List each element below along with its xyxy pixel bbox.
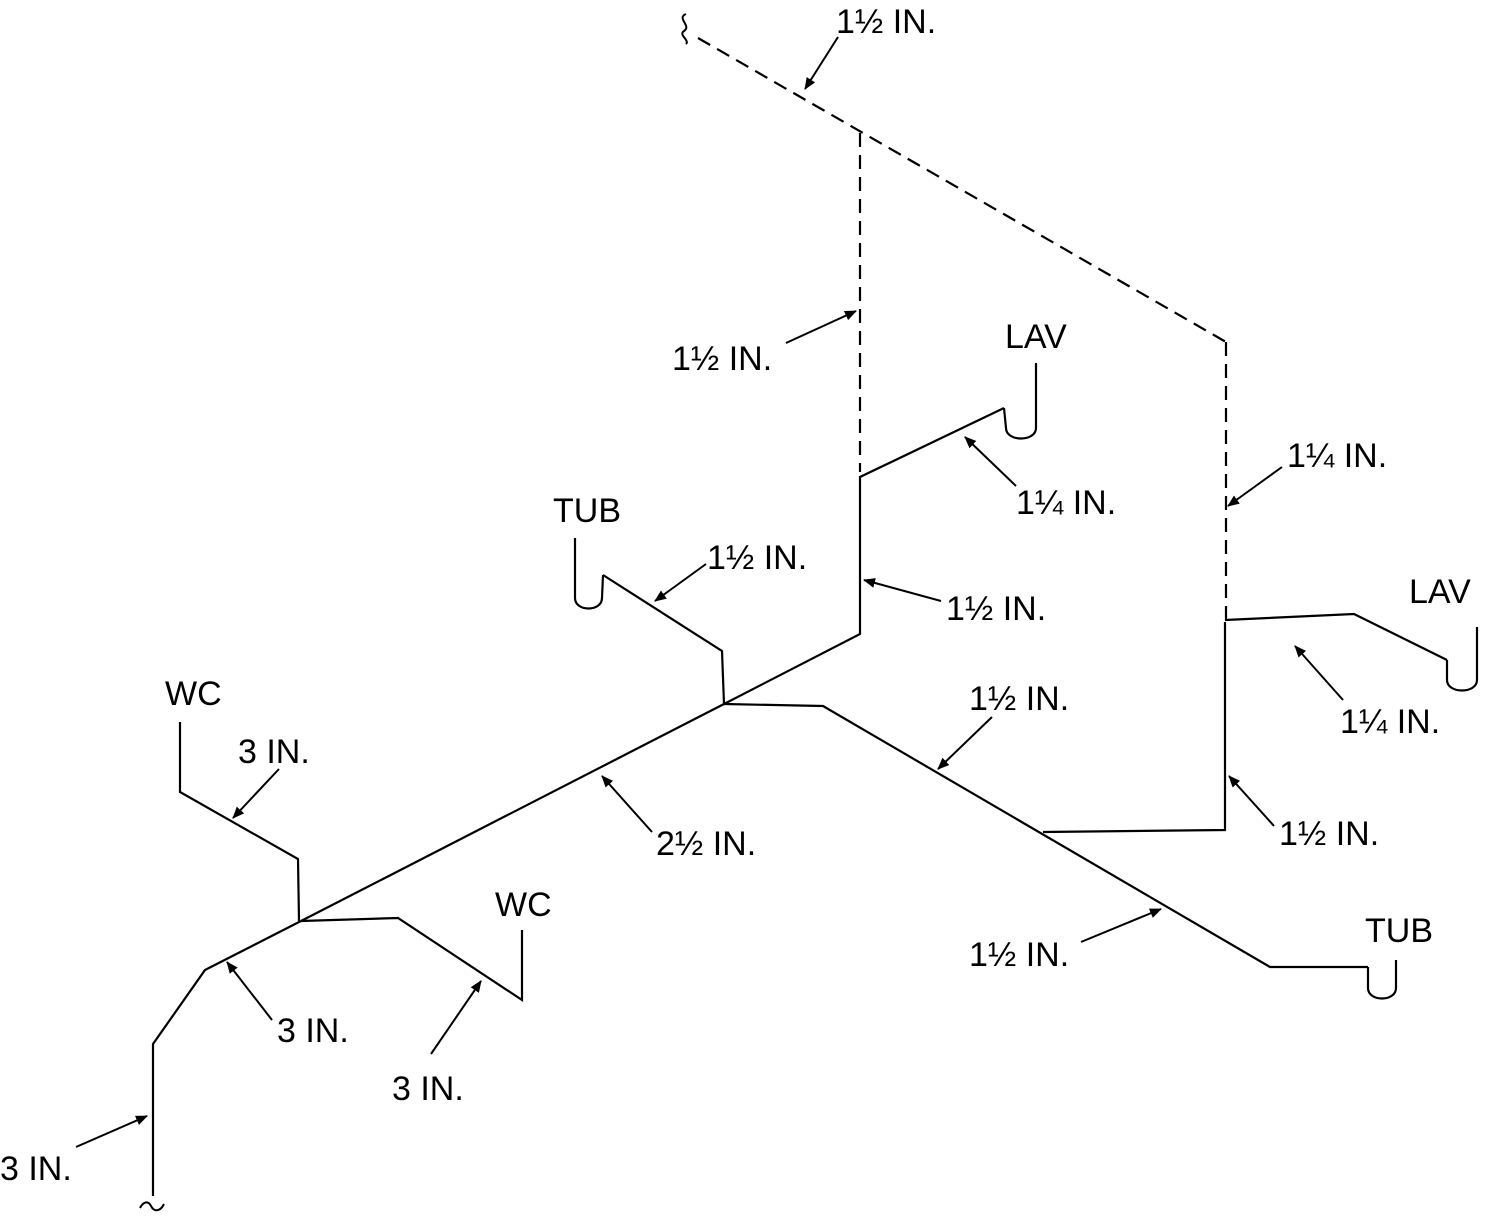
riser-right [1042, 622, 1227, 834]
wc-left-branch [178, 722, 301, 922]
fixture-label-lav-upper: LAV [1005, 318, 1067, 356]
size-label-stack-upper: 1½ IN. [946, 590, 1046, 628]
size-label-drain-lower: 3 IN. [277, 1012, 349, 1050]
size-label-wc-left-arm: 3 IN. [238, 733, 310, 771]
size-label-tub-lower-arm: 1½ IN. [969, 936, 1069, 974]
leader-lav-upper-arm [964, 436, 1017, 487]
size-label-riser-right: 1½ IN. [1279, 815, 1379, 853]
pipe-break-symbol-bottom [139, 1201, 165, 1212]
fixture-label-wc-left: WC [165, 675, 222, 713]
tub-lower-trap [1366, 960, 1398, 1000]
leader-riser-right [1228, 775, 1275, 827]
main-drain-vertical [151, 920, 302, 1196]
pipe-break-symbol-top [681, 13, 688, 45]
lav-right-arm [1224, 612, 1448, 661]
leader-wc-left-arm [232, 768, 280, 819]
size-label-vent-vertical-right: 1¼ IN. [1287, 437, 1387, 475]
fixture-label-lav-right: LAV [1409, 573, 1471, 611]
leader-vent-vertical-right [1227, 466, 1283, 507]
tub-upper-trap [573, 538, 605, 610]
leader-tub-lower-arm [1080, 908, 1162, 943]
tub-upper-branch [602, 574, 726, 705]
leader-vent-vertical-left [785, 310, 857, 344]
leader-vent-top [804, 36, 839, 90]
leader-main-vertical [75, 1115, 148, 1148]
size-label-branch-right: 1½ IN. [969, 680, 1069, 718]
leader-lav-right-arm [1294, 645, 1344, 701]
leader-main-diagonal [601, 775, 653, 833]
leader-tub-upper-arm [654, 563, 707, 602]
leader-wc-bottom-arm [430, 980, 482, 1055]
leader-branch-right [937, 716, 993, 770]
lav-right-trap [1445, 627, 1479, 692]
size-label-vent-vertical-left: 1½ IN. [672, 340, 772, 378]
main-drain-diagonal [300, 703, 725, 922]
size-label-lav-right-arm: 1¼ IN. [1340, 703, 1440, 741]
vent-top-diagonal [697, 37, 1227, 343]
size-label-wc-bottom-arm: 3 IN. [392, 1070, 464, 1108]
size-label-lav-upper-arm: 1¼ IN. [1016, 484, 1116, 522]
leader-drain-lower [226, 961, 273, 1021]
size-label-tub-upper-arm: 1½ IN. [707, 539, 807, 577]
size-label-main-diagonal: 2½ IN. [656, 825, 756, 863]
branch-right [723, 702, 1368, 969]
fixture-label-tub-lower: TUB [1365, 912, 1433, 950]
fixture-label-wc-bottom: WC [495, 886, 552, 924]
lav-upper-trap [1002, 363, 1038, 440]
wc-bottom-branch [300, 916, 524, 1003]
size-label-main-vertical: 3 IN. [0, 1150, 72, 1188]
stack-upper [723, 407, 1005, 705]
fixture-label-tub-upper: TUB [553, 492, 621, 530]
size-label-vent-top: 1½ IN. [836, 3, 936, 41]
leader-stack-upper [863, 578, 942, 602]
